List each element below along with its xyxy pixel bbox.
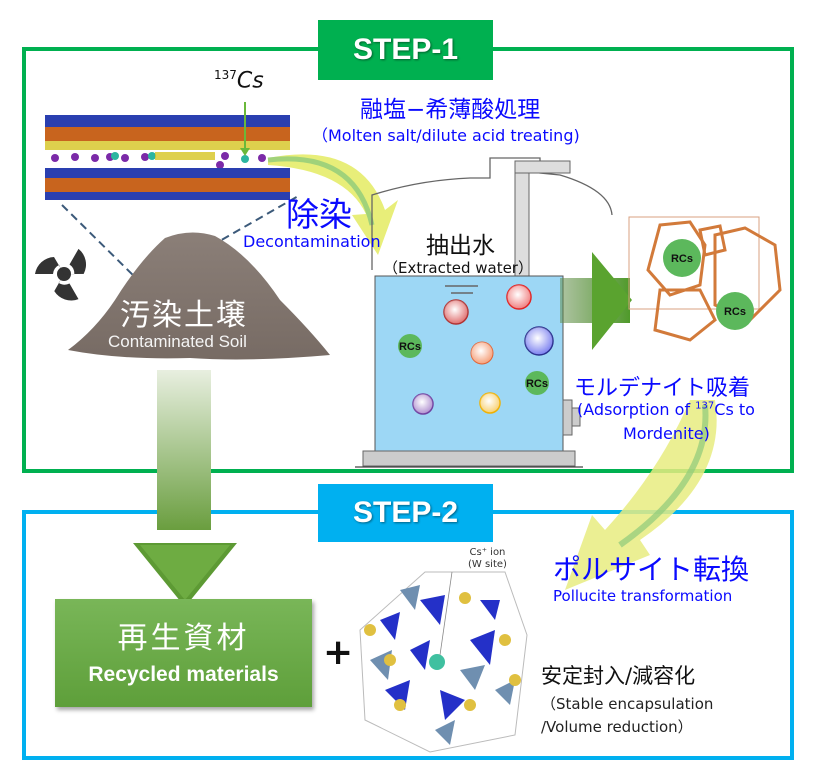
pollucite-crystal (359, 571, 528, 753)
isotope-symbol: Cs (236, 68, 264, 94)
right-arrow (560, 252, 632, 350)
pollucite-subtitle: Pollucite transformation (553, 587, 733, 605)
down-arrow (133, 370, 237, 607)
isotope-label: 137Cs (214, 68, 264, 93)
recycled-subtitle: Recycled materials (88, 663, 279, 686)
recycled-materials-box: 再生資材 Recycled materials (55, 599, 312, 707)
extracted-water-title: 抽出水 (426, 233, 495, 259)
radiation-icon (35, 248, 87, 301)
pollucite-arrow (565, 400, 717, 590)
step2-label: STEP-2 (318, 484, 493, 542)
decontamination-title: 除染 (286, 195, 352, 234)
contaminated-soil-pile (68, 232, 330, 360)
isotope-mass: 137 (214, 68, 237, 82)
adsorption-text: Cs to (714, 400, 755, 419)
rcs-label: RCs (399, 341, 421, 353)
soil-subtitle: Contaminated Soil (108, 332, 247, 351)
extraction-tank (355, 157, 613, 468)
treatment-title: 融塩−希薄酸処理 (360, 97, 541, 123)
rcs-label: RCs (526, 378, 548, 390)
recycled-title: 再生資材 (117, 621, 250, 656)
rcs-label: RCs (671, 253, 693, 265)
radionuclide-particles (398, 284, 554, 415)
clay-layer-structure (45, 102, 290, 200)
cs-ion-label: Cs⁺ ion (W site) (468, 547, 507, 571)
pollucite-title: ポルサイト転換 (553, 553, 750, 586)
adsorption-text: (Adsorption of (577, 400, 696, 419)
mordenite-framework (628, 216, 782, 342)
adsorption-subtitle: (Adsorption of 137Cs to (577, 400, 755, 419)
cs-ion-line: (W site) (468, 559, 507, 570)
encapsulation-subtitle-1: （Stable encapsulation (541, 695, 714, 713)
step1-label: STEP-1 (318, 20, 493, 80)
adsorption-sup: 137 (695, 400, 715, 412)
rcs-label: RCs (724, 306, 746, 318)
soil-title: 汚染土壌 (120, 298, 248, 333)
plus-sign: + (323, 632, 354, 673)
treatment-subtitle: （Molten salt/dilute acid treating) (312, 126, 580, 145)
adsorption-title: モルデナイト吸着 (574, 376, 751, 401)
extracted-water-subtitle: （Extracted water） (383, 259, 533, 277)
adsorption-subtitle-2: Mordenite) (623, 424, 710, 443)
decontamination-arrow (268, 154, 398, 255)
cs-ion-line: Cs⁺ ion (469, 547, 506, 558)
decontamination-subtitle: Decontamination (243, 232, 381, 251)
encapsulation-title: 安定封入/減容化 (541, 664, 696, 688)
encapsulation-subtitle-2: /Volume reduction） (541, 718, 693, 736)
